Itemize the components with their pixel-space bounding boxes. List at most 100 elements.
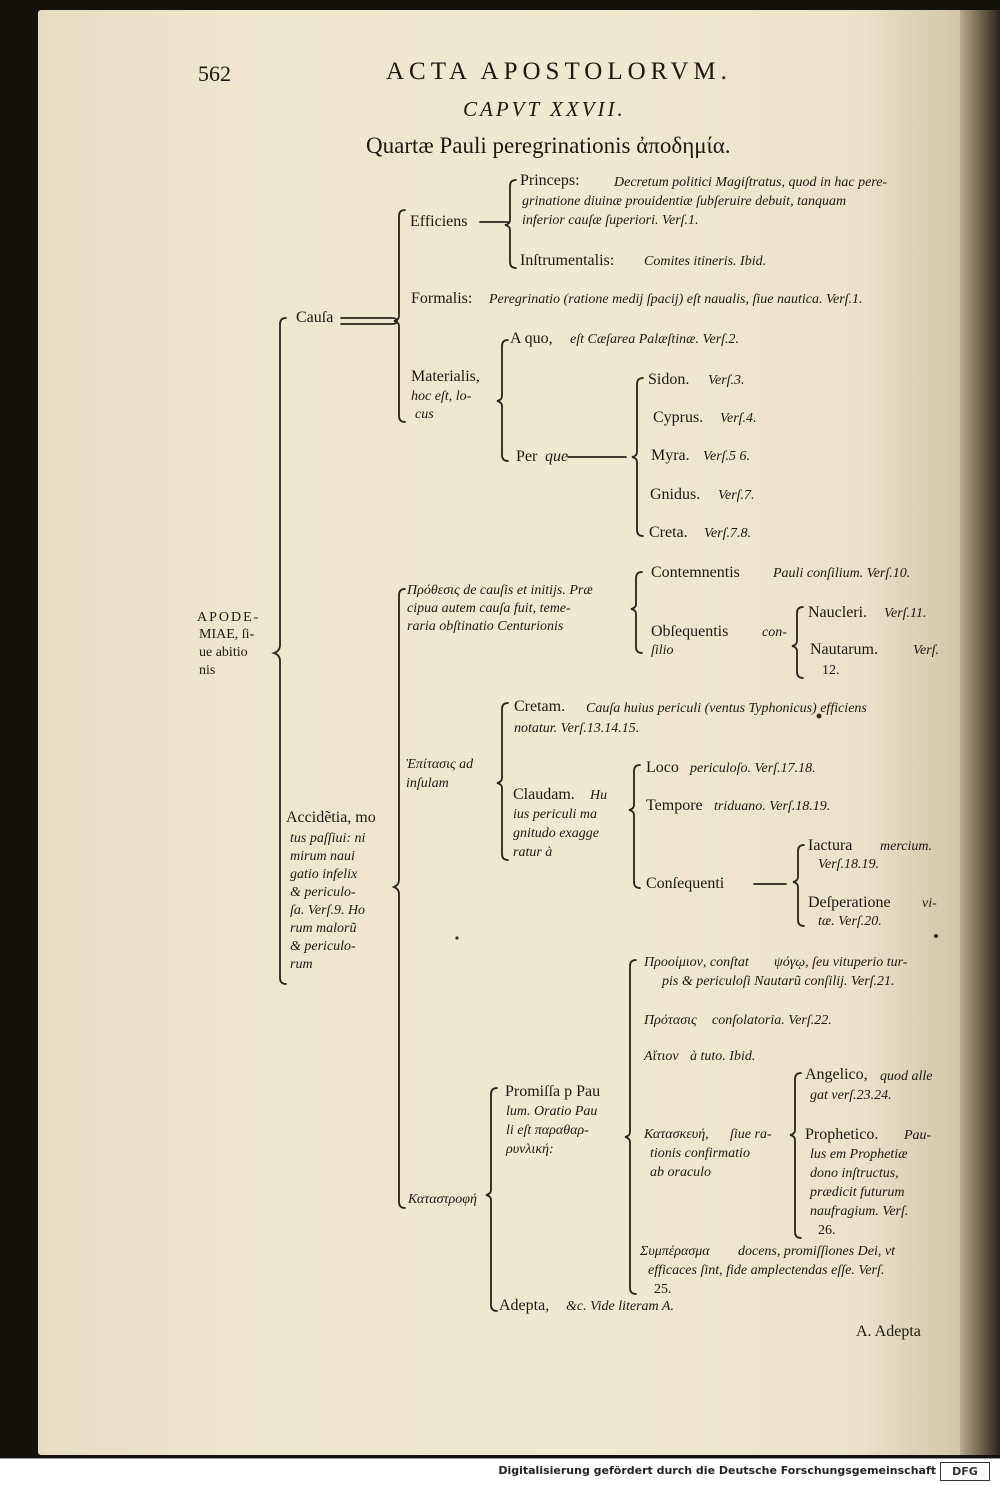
materialis-label: Materialis, <box>411 368 480 385</box>
prothesis-text: Πρόθεσις de cauſis et initijs. Præ <box>407 583 593 598</box>
promissa-text: li eſt παραθαρ- <box>506 1123 589 1138</box>
claudam-text: ius periculi ma <box>513 807 597 822</box>
book-gutter <box>960 10 1000 1455</box>
desperatione-text: vi- <box>922 896 937 911</box>
prophetico-label: Prophetico. <box>805 1126 879 1143</box>
cretam-text: Cauſa huius periculi (ventus Typhonicus)… <box>586 701 867 716</box>
loco-text: periculoſo. Verſ.17.18. <box>690 761 816 776</box>
symperasma-text: efficaces ſint, fide amplectendas eſſe. … <box>648 1263 885 1278</box>
tempore-label: Tempore <box>646 797 703 814</box>
prooimion-label: Προοίμιον, conſtat <box>644 955 749 970</box>
desperatione-text-2: tæ. Verſ.20. <box>818 914 882 929</box>
iactura-label: Iactura <box>808 837 853 854</box>
bracket-obsequentis <box>791 606 804 679</box>
bracket-claudam <box>628 764 641 889</box>
accidentia-text: mirum naui <box>290 849 355 864</box>
place-ref: Verſ.5 6. <box>703 449 751 464</box>
prophetico-text: dono inſtructus, <box>810 1166 899 1181</box>
tempore-text: triduano. Verſ.18.19. <box>714 799 831 814</box>
prothesis-text: cipua autem cauſa fuit, teme- <box>407 601 571 616</box>
contemnentis-label: Contemnentis <box>651 564 740 581</box>
claudam-text: gnitudo exagge <box>513 826 599 841</box>
catastrophe-label: Καταστροφή <box>408 1192 477 1207</box>
naucleri-label: Naucleri. <box>808 604 868 621</box>
materialis-text-3: cus <box>415 407 434 422</box>
prophetico-text: 26. <box>818 1223 836 1238</box>
symperasma-text: docens, promiſſiones Dei, vt <box>738 1244 895 1259</box>
bracket-root <box>271 317 287 985</box>
formalis-label: Formalis: <box>411 290 473 307</box>
obsequentis-text: ſilio <box>651 643 674 658</box>
bracket-perque <box>631 377 644 537</box>
bracket-prothesis <box>630 571 643 654</box>
prophetico-text: lus em Prophetiæ <box>810 1147 908 1162</box>
prophetico-text: naufragium. Verſ. <box>810 1204 909 1219</box>
root-label-2: MIAE, ſi- <box>199 627 255 642</box>
root-label-4: nis <box>199 663 216 678</box>
iactura-text: mercium. <box>880 839 932 854</box>
bracket-accidentia <box>391 588 406 1209</box>
footer-band <box>0 1458 1000 1485</box>
protasis-label: Πρότασις <box>644 1013 697 1028</box>
nautarum-ref-2: 12. <box>822 663 840 678</box>
promissa-text: lum. Oratio Pau <box>506 1104 598 1119</box>
accidentia-text: ſa. Verſ.9. Ho <box>290 903 366 918</box>
place-ref: Verſ.3. <box>708 373 745 388</box>
bracket-promissa <box>624 959 637 1295</box>
claudam-label: Claudam. <box>513 786 575 803</box>
root-label-1: APODE- <box>197 610 261 625</box>
place-name: Creta. <box>649 524 688 541</box>
aition-label: Αἴτιον <box>644 1049 679 1064</box>
claudam-text: Hu <box>590 788 608 803</box>
obsequentis-text: con- <box>762 625 787 640</box>
instrumentalis-label: Inſtrumentalis: <box>520 252 615 269</box>
epitasis-label: Ἐπίτασις ad <box>406 757 474 772</box>
desperatione-label: Deſperatione <box>808 894 891 911</box>
obsequentis-label: Obſequentis <box>651 623 729 640</box>
accidentia-text: tus paſſiui: ni <box>290 831 366 846</box>
root-label-3: ue abitio <box>199 645 248 660</box>
chapter-heading: CAPVT XXVII. <box>463 97 626 121</box>
nautarum-ref: Verſ. <box>913 643 940 658</box>
kataskeue-text: ab oraculo <box>650 1165 712 1180</box>
kataskeue-text: tionis confirmatio <box>650 1146 750 1161</box>
instrumentalis-text: Comites itineris. Ibid. <box>644 254 767 269</box>
accidentia-text: gatio infelix <box>290 867 358 882</box>
efficiens-label: Efficiens <box>410 213 468 230</box>
bracket-consequenti <box>792 844 805 927</box>
bracket-epitasis <box>496 702 509 861</box>
causa-label: Cauſa <box>296 309 334 326</box>
bracket-catastrophe <box>485 1087 498 1312</box>
kataskeue-text: ſiue ra- <box>730 1127 772 1142</box>
prophetico-text: prædicit futurum <box>810 1185 905 1200</box>
place-ref: Verſ.4. <box>720 411 757 426</box>
epitasis-label-2: inſulam <box>406 776 449 791</box>
place-name: Sidon. <box>648 371 690 388</box>
accidentia-text: rum <box>290 957 313 972</box>
princeps-text-2: grinatione diuinæ prouidentiæ ſubſeruire… <box>522 194 847 209</box>
prooimion-text-2: pis & periculoſi Nautarũ conſilij. Verſ.… <box>662 974 895 989</box>
angelico-text-2: gat verſ.23.24. <box>810 1088 892 1103</box>
promissa-text: ρυνλική: <box>506 1142 554 1157</box>
page-title: Quartæ Pauli peregrinationis ἀποδημία. <box>366 133 731 158</box>
place-name: Myra. <box>651 447 690 464</box>
accidentia-text: rum malorũ <box>290 921 357 936</box>
footer-credit: Digitalisierung gefördert durch die Deut… <box>498 1464 936 1477</box>
place-ref: Verſ.7.8. <box>704 526 752 541</box>
promissa-label: Promiſſa p Pau <box>505 1083 601 1100</box>
accidentia-text: & periculo- <box>290 885 356 900</box>
princeps-text-3: inferior cauſæ ſuperiori. Verſ.1. <box>522 213 699 228</box>
loco-label: Loco <box>646 759 679 776</box>
paper-sheet <box>38 10 972 1455</box>
prophetico-text: Pau- <box>904 1128 932 1143</box>
symperasma-label: Συμπέρασμα <box>640 1244 710 1259</box>
cretam-text-2: notatur. Verſ.13.14.15. <box>514 721 640 736</box>
formalis-text: Peregrinatio (ratione medij ſpacij) eſt … <box>489 292 863 307</box>
bracket-materialis <box>496 339 509 462</box>
a-quo-label: A quo, <box>510 330 553 347</box>
princeps-text-1: Decretum politici Magiſtratus, quod in h… <box>614 175 888 190</box>
per-label-italic: que <box>545 448 569 465</box>
bracket-kataskeue <box>789 1072 802 1239</box>
